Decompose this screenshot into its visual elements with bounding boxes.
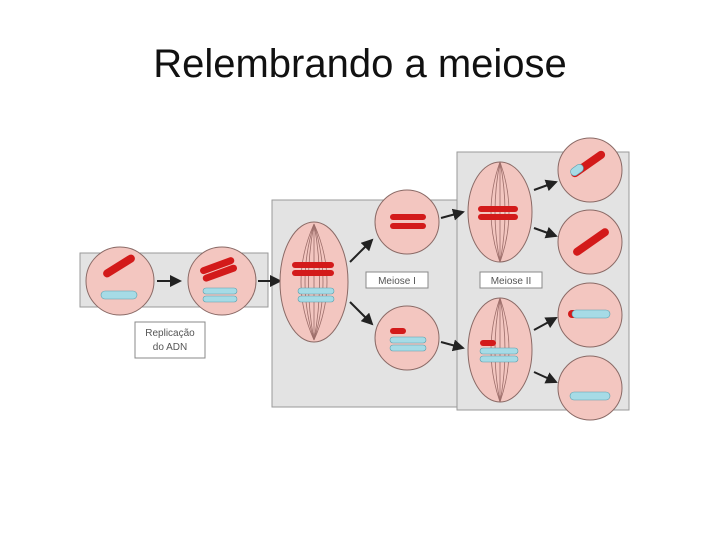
meiosis1-dividing-cell [279,221,349,343]
spindle-fibers [300,223,328,341]
interphase-cell [85,246,155,316]
slide-title: Relembrando a meiose [153,42,567,86]
replication-label-line2: do ADN [153,342,187,353]
arrow [533,226,558,239]
paternal-chromosome [100,290,138,300]
meiosis2-label-box [479,271,543,289]
maternal-chromosome [103,254,135,278]
meiosis2-label: Meiose II [491,276,532,287]
replicated-cell [187,246,257,316]
arrow [440,208,465,221]
arrow [440,339,465,352]
gamete-2 [557,209,623,275]
arrow [533,317,558,331]
arrow [533,179,558,192]
gamete-4 [557,355,623,421]
arrow [349,238,374,263]
paternal-chromatid-pair [202,287,238,303]
arrow [533,371,558,384]
meiosis1-label: Meiose I [378,276,416,287]
replication-label-box [134,321,206,359]
gamete-1 [557,137,623,203]
arrow [349,301,374,326]
meiosis2-dividing-cell-top [467,161,533,263]
meiosis1-daughter-cell-top [374,189,440,255]
meiosis1-label-box [365,271,429,289]
gamete-3 [557,282,623,348]
meiosis2-dividing-cell-bottom [467,297,533,403]
meiosis1-daughter-cell-bottom [374,305,440,371]
replication-label-line1: Replicação [145,328,195,339]
maternal-chromatid-pair [200,257,238,282]
